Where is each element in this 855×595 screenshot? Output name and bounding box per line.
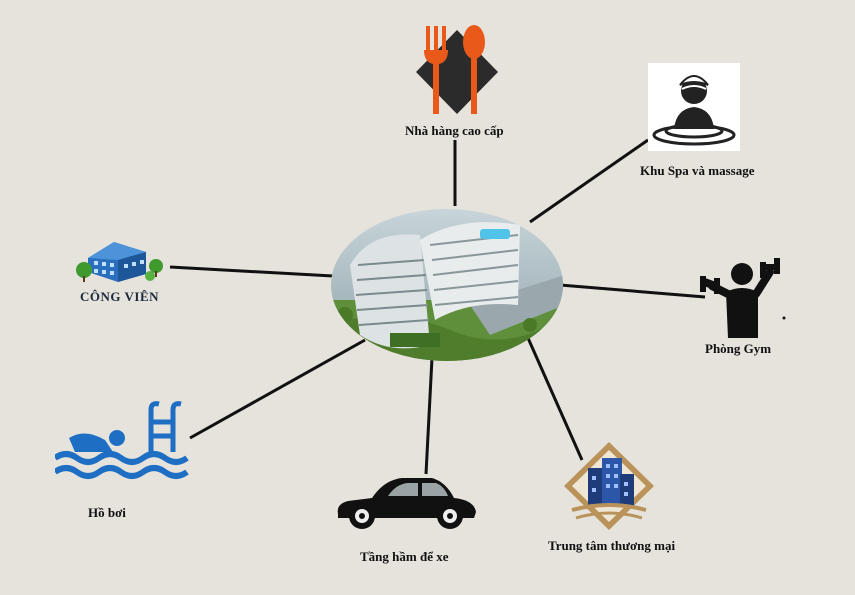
label-restaurant: Nhà hàng cao cấp (405, 123, 504, 138)
park-building-icon (76, 242, 163, 282)
link-park (169, 265, 334, 278)
link-pool (189, 338, 366, 440)
building-complex-image (331, 209, 563, 361)
car-icon (337, 478, 476, 529)
label-gym: Phòng Gym (705, 341, 772, 356)
swimmer-icon (55, 401, 189, 479)
dumbbell-icon (700, 258, 786, 338)
fork-spoon-icon (416, 25, 498, 114)
link-spa (529, 138, 649, 224)
label-pool: Hồ bơi (88, 505, 126, 520)
label-spa: Khu Spa và massage (640, 163, 755, 178)
building-icon (564, 442, 654, 530)
label-park: CÔNG VIÊN (80, 289, 160, 304)
link-gym (559, 283, 706, 299)
label-parking: Tầng hầm để xe (360, 549, 449, 564)
label-mall: Trung tâm thương mại (548, 538, 676, 553)
link-parking (424, 357, 434, 475)
link-mall (526, 337, 584, 461)
spa-icon (648, 63, 740, 151)
